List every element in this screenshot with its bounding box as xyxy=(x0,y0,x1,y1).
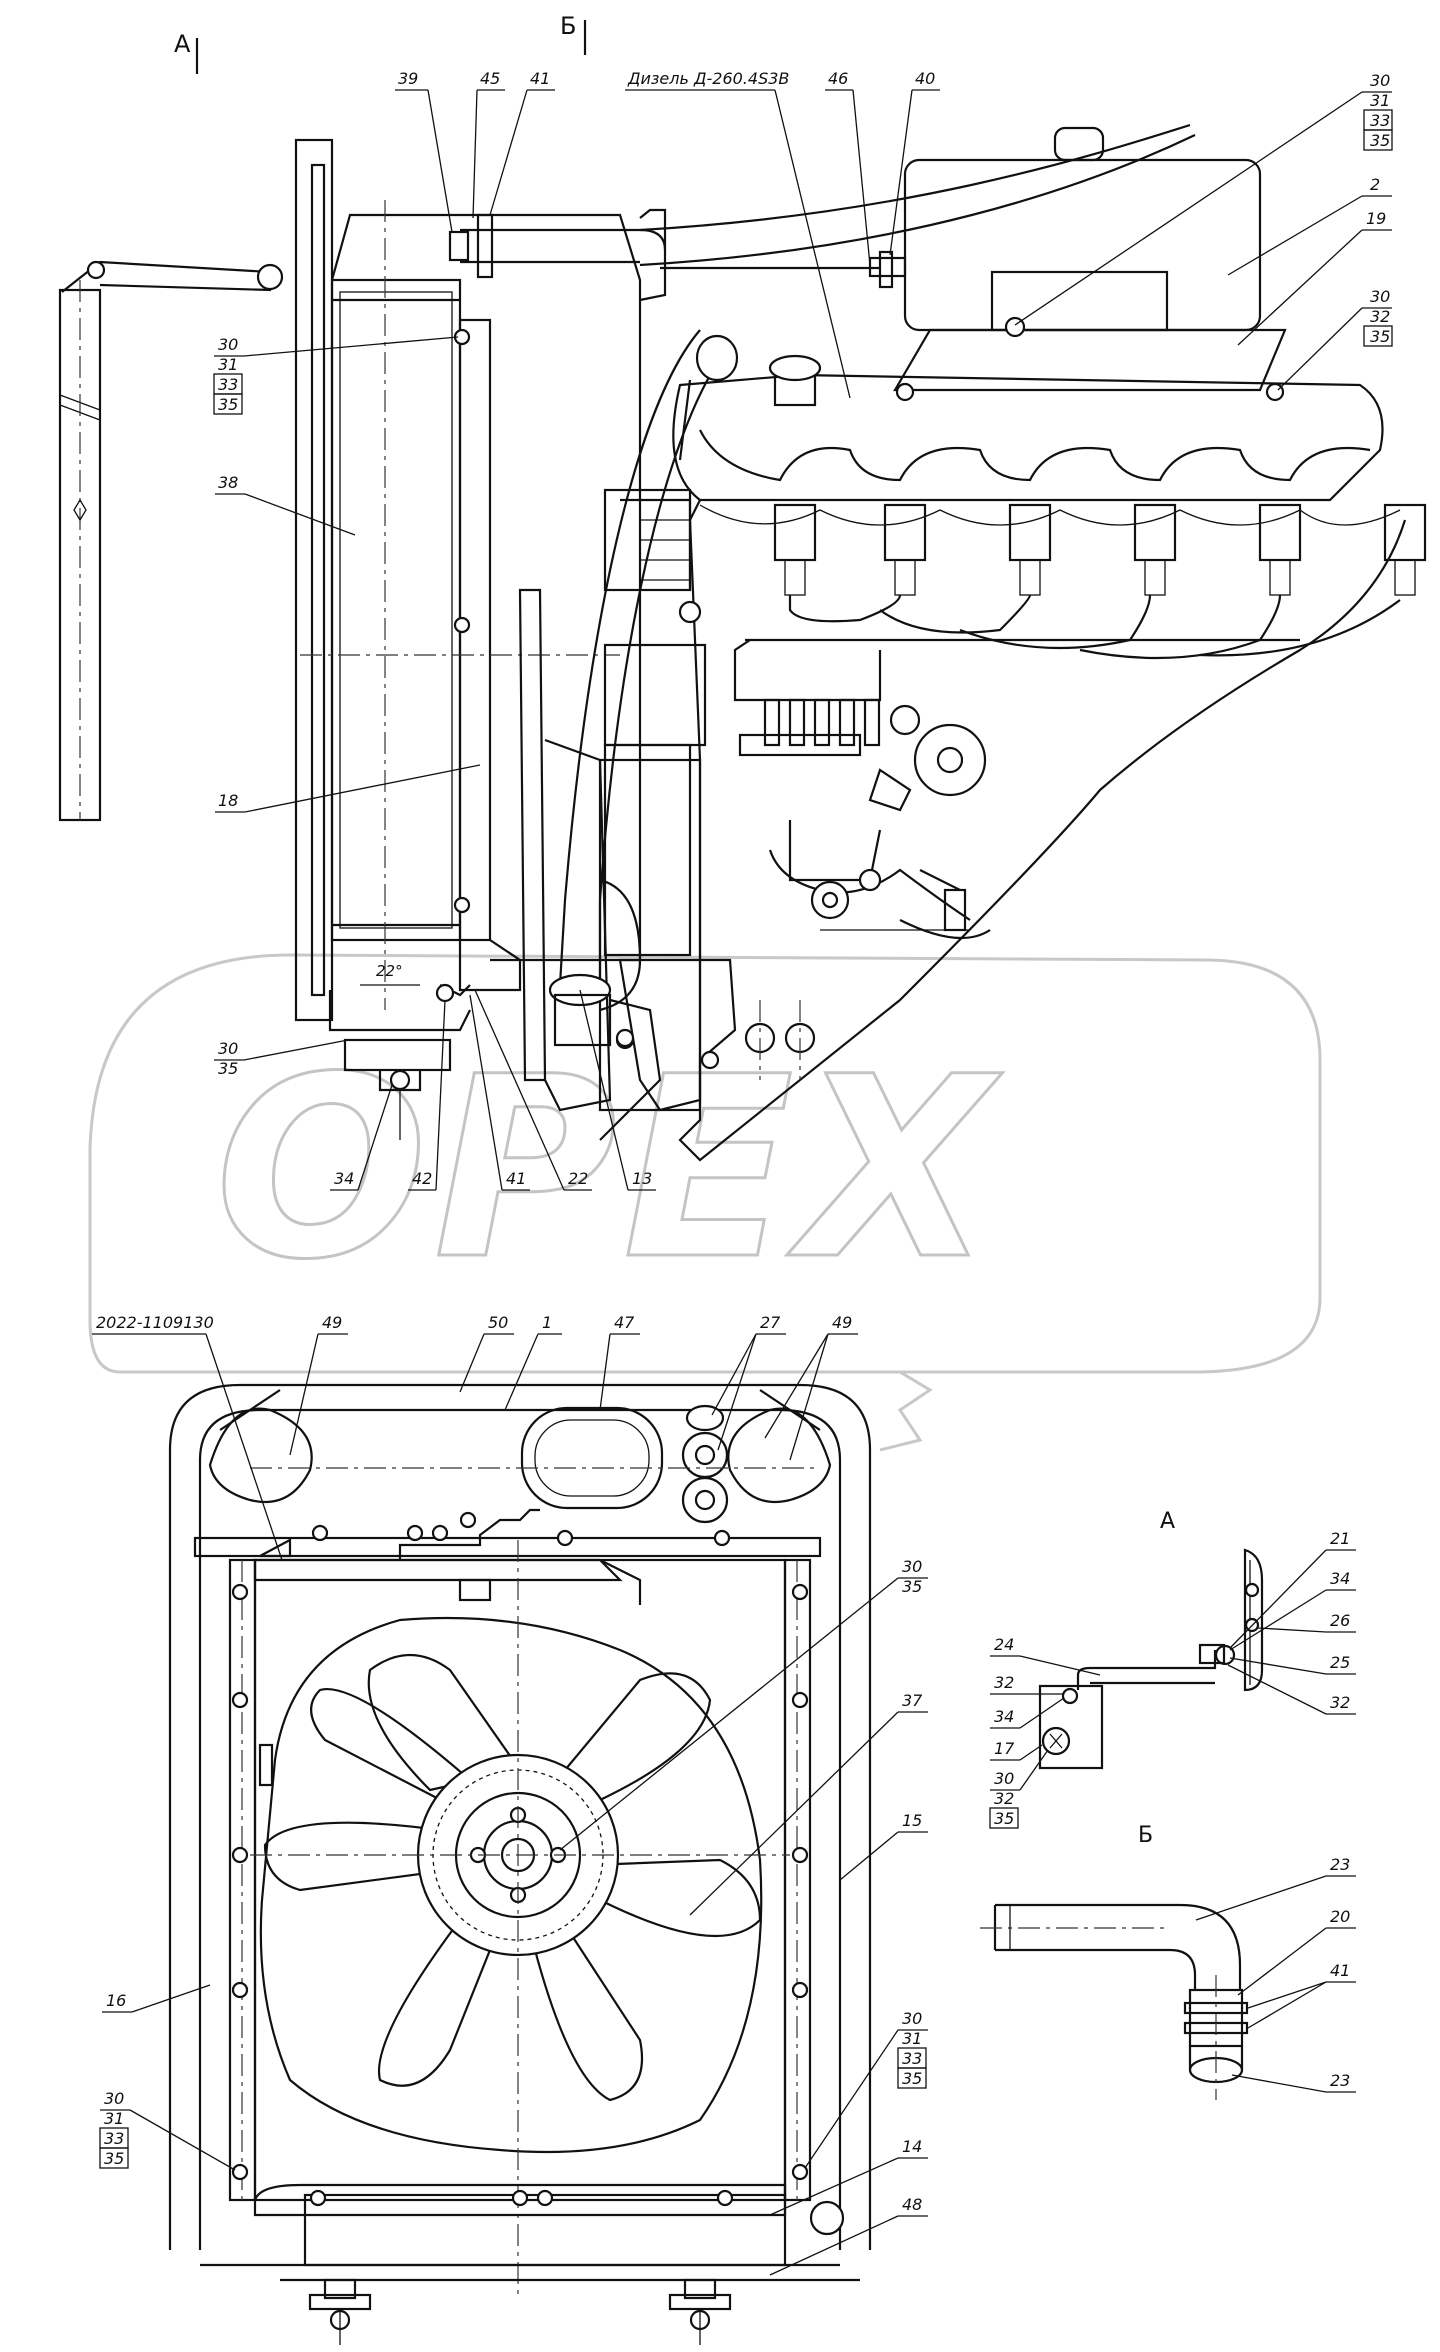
svg-text:31: 31 xyxy=(104,2109,124,2128)
svg-text:31: 31 xyxy=(1370,91,1390,110)
svg-text:32: 32 xyxy=(1370,307,1390,326)
section-marker-a-top: А xyxy=(174,30,199,74)
view-label-a-detail: А xyxy=(1160,1509,1175,1534)
view-label-a-top: А xyxy=(174,30,191,58)
callout-18: 18 xyxy=(218,791,238,810)
svg-text:35: 35 xyxy=(902,1577,922,1596)
callout-41b: 41 xyxy=(506,1169,526,1188)
callout-48: 48 xyxy=(902,2195,922,2214)
view-label-b-detail: Б xyxy=(1138,1823,1153,1848)
svg-text:20: 20 xyxy=(1330,1907,1350,1926)
svg-text:25: 25 xyxy=(1330,1653,1350,1672)
injector-row xyxy=(773,503,1427,596)
svg-text:35: 35 xyxy=(1370,327,1390,346)
callout-2: 2 xyxy=(1370,175,1380,194)
svg-text:35: 35 xyxy=(218,395,238,414)
callouts-front-view: 2022-1109130 49 50 1 47 27 49 37 15 16 1… xyxy=(92,1313,928,2276)
svg-text:41: 41 xyxy=(1330,1961,1350,1980)
callout-stack-detail-a: 30 32 35 xyxy=(989,1749,1049,1829)
engine-side-view: 22° xyxy=(58,123,1427,1162)
callout-47: 47 xyxy=(614,1313,635,1332)
svg-text:30: 30 xyxy=(218,335,238,354)
callout-14: 14 xyxy=(902,2137,922,2156)
callout-38: 38 xyxy=(218,473,238,492)
svg-text:31: 31 xyxy=(902,2029,922,2048)
part-number: 2022-1109130 xyxy=(96,1313,214,1332)
callout-stack-top-4: 30 35 xyxy=(214,1039,349,1078)
svg-text:30: 30 xyxy=(902,2009,922,2028)
callout-34-top: 34 xyxy=(334,1169,354,1188)
callout-41a: 41 xyxy=(530,69,550,88)
callout-46: 46 xyxy=(828,69,848,88)
angle-label: 22° xyxy=(376,962,403,980)
callout-stack-front-3: 30 31 33 35 xyxy=(99,2089,236,2171)
svg-text:32: 32 xyxy=(994,1789,1014,1808)
callouts-top-view: 39 45 41 Дизель Д-260.4S3В 46 40 2 19 38… xyxy=(215,69,1392,1191)
callout-stack-front-2: 30 31 33 35 xyxy=(804,2009,928,2169)
svg-text:31: 31 xyxy=(218,355,238,374)
svg-text:21: 21 xyxy=(1330,1529,1350,1548)
callouts-detail-a: 21 34 26 25 32 24 32 34 17 xyxy=(990,1529,1356,1761)
svg-text:30: 30 xyxy=(1370,71,1390,90)
svg-text:23: 23 xyxy=(1330,2071,1350,2090)
detail-view-b: Б xyxy=(980,1823,1249,2100)
svg-text:33: 33 xyxy=(1370,111,1390,130)
svg-text:17: 17 xyxy=(994,1739,1015,1758)
watermark: OPEX xyxy=(88,953,1322,1452)
view-label-b-top: Б xyxy=(560,12,576,40)
svg-text:26: 26 xyxy=(1330,1611,1350,1630)
callout-22: 22 xyxy=(568,1169,588,1188)
svg-text:33: 33 xyxy=(218,375,238,394)
detail-view-a: А xyxy=(1038,1509,1264,1770)
callout-stack-top-3: 30 31 33 35 xyxy=(213,335,459,415)
callout-49a: 49 xyxy=(322,1313,342,1332)
svg-text:30: 30 xyxy=(218,1039,238,1058)
callout-16: 16 xyxy=(106,1991,126,2010)
svg-text:35: 35 xyxy=(994,1809,1014,1828)
svg-text:30: 30 xyxy=(1370,287,1390,306)
svg-text:32: 32 xyxy=(1330,1693,1350,1712)
svg-text:35: 35 xyxy=(1370,131,1390,150)
callout-stack-top-2: 30 32 35 xyxy=(1277,287,1393,391)
svg-text:23: 23 xyxy=(1330,1855,1350,1874)
engine-label: Дизель Д-260.4S3В xyxy=(627,69,789,88)
svg-text:24: 24 xyxy=(994,1635,1014,1654)
svg-text:35: 35 xyxy=(902,2069,922,2088)
callout-39: 39 xyxy=(398,69,418,88)
callout-stack-front-1: 30 35 xyxy=(559,1557,928,1851)
svg-text:30: 30 xyxy=(104,2089,124,2108)
callout-42: 42 xyxy=(412,1169,432,1188)
svg-text:32: 32 xyxy=(994,1673,1014,1692)
callout-19: 19 xyxy=(1366,209,1386,228)
callout-50: 50 xyxy=(488,1313,508,1332)
svg-text:30: 30 xyxy=(902,1557,922,1576)
svg-text:35: 35 xyxy=(218,1059,238,1078)
callout-40: 40 xyxy=(915,69,935,88)
callout-15: 15 xyxy=(902,1811,922,1830)
svg-text:34: 34 xyxy=(1330,1569,1350,1588)
callout-27: 27 xyxy=(760,1313,781,1332)
callouts-detail-b: 23 20 41 23 xyxy=(1195,1855,1356,2093)
callout-37: 37 xyxy=(902,1691,923,1710)
svg-text:35: 35 xyxy=(104,2149,124,2168)
svg-text:33: 33 xyxy=(104,2129,124,2148)
radiator-front-view xyxy=(168,1383,872,2345)
section-marker-b-top: Б xyxy=(560,12,587,55)
callout-1: 1 xyxy=(542,1313,552,1332)
svg-text:34: 34 xyxy=(994,1707,1014,1726)
callout-49b: 49 xyxy=(832,1313,852,1332)
svg-text:30: 30 xyxy=(994,1769,1014,1788)
callout-stack-top-1: 30 31 33 35 xyxy=(1014,71,1393,326)
svg-text:33: 33 xyxy=(902,2049,922,2068)
callout-13: 13 xyxy=(632,1169,652,1188)
callout-45: 45 xyxy=(480,69,500,88)
